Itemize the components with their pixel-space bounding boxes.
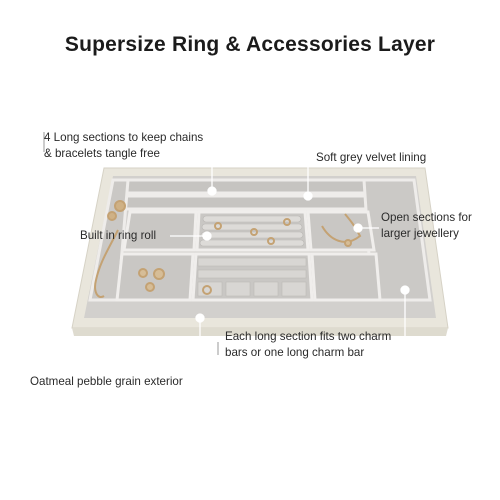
callout-open-sections: Open sections for larger jewellery — [381, 211, 472, 240]
page-title: Supersize Ring & Accessories Layer — [64, 33, 436, 56]
callout-leaders — [44, 151, 410, 343]
jewellery-items — [94, 200, 362, 298]
pendant-necklace — [321, 213, 362, 243]
tray-front-face — [72, 328, 448, 336]
callout-ring-roll: Built in ring roll — [80, 229, 157, 242]
open-section-lower — [310, 252, 382, 302]
ring — [214, 222, 222, 230]
coin-earring — [138, 268, 148, 278]
callout-exterior: Oatmeal pebble grain exterior — [30, 375, 183, 388]
open-section-upper — [306, 210, 376, 252]
callout-charm-bars: Each long section fits two charm bars or… — [225, 330, 392, 359]
chain-necklace — [94, 229, 119, 298]
compartment-upper-left — [122, 210, 198, 252]
callout-long-sections: 4 Long sections to keep chains & bracele… — [44, 131, 204, 160]
callout-velvet: Soft grey velvet lining — [316, 151, 427, 164]
charm — [114, 200, 126, 212]
